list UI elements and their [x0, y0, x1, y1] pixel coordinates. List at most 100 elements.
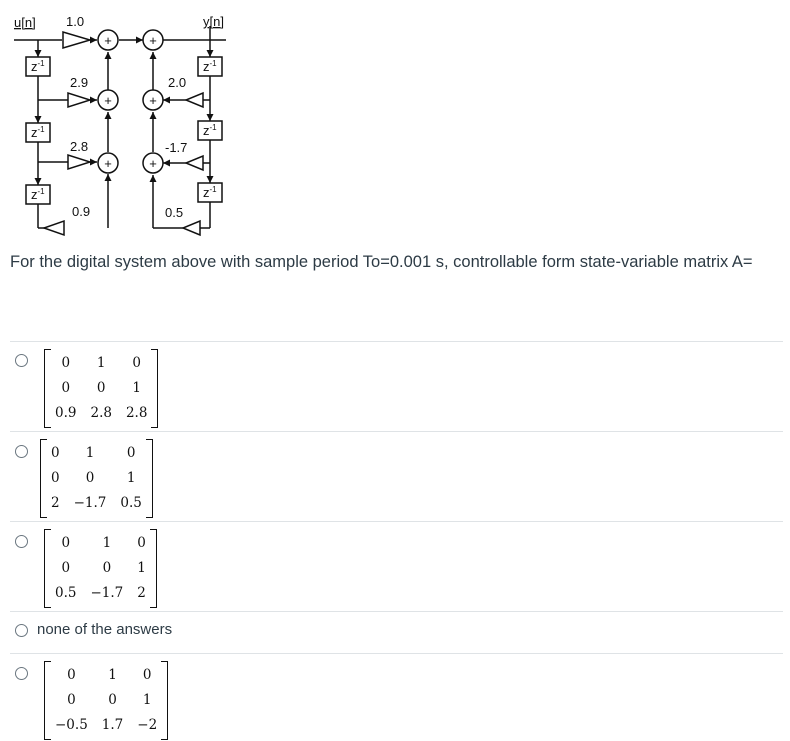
bracket-right: [151, 349, 159, 428]
bracket-left: [44, 349, 51, 428]
gain-triangle: [41, 219, 65, 237]
radio-button[interactable]: [15, 354, 28, 367]
gain-triangle: [67, 153, 93, 171]
radio-button[interactable]: [15, 445, 28, 458]
bracket-right: [145, 439, 153, 518]
matrix-cell: 2: [137, 585, 146, 601]
matrix-cell: 1: [108, 667, 117, 683]
summing-junction: [142, 152, 164, 174]
divider: [10, 653, 783, 654]
answer-option[interactable]: 0 1 0 0 0 1 −0.5 1.7 −2: [10, 653, 783, 741]
block-diagram: + + + + + + z-1 z-1 z-1 z-1 z-1 z-1 u[n]…: [14, 14, 226, 237]
bracket-left: [44, 661, 51, 740]
delay-label: z-1: [203, 59, 217, 74]
matrix-cell: 1: [132, 380, 141, 396]
gain-label: 2.9: [70, 75, 88, 90]
divider: [10, 611, 783, 612]
matrix-cell: 1: [85, 445, 95, 461]
sum-symbol: +: [149, 156, 157, 171]
answer-option[interactable]: 0 1 0 0 0 1 2 −1.7 0.5: [10, 431, 783, 521]
answer-option[interactable]: 0 1 0 0 0 1 0.5 −1.7 2: [10, 521, 783, 611]
sum-symbol: +: [104, 33, 112, 48]
matrix-grid: 0 1 0 0 0 1 0.5 −1.7 2: [51, 529, 150, 608]
matrix-cell: 1.7: [101, 717, 124, 733]
gain-triangle: [62, 30, 93, 50]
matrix-cell: 0: [137, 535, 146, 551]
delay-label: z-1: [31, 125, 45, 140]
matrix-cell: 0: [96, 380, 106, 396]
matrix-grid: 0 1 0 0 0 1 2 −1.7 0.5: [47, 439, 146, 518]
answer-option[interactable]: 0 1 0 0 0 1 0.9 2.8 2.8: [10, 341, 783, 431]
divider: [10, 521, 783, 522]
matrix: 0 1 0 0 0 1 2 −1.7 0.5: [40, 439, 153, 518]
bracket-left: [44, 529, 51, 608]
matrix-cell: 1: [96, 355, 106, 371]
delay-block: [25, 122, 51, 143]
matrix-cell: 0: [61, 535, 71, 551]
radio-button[interactable]: [15, 535, 28, 548]
matrix-grid: 0 1 0 0 0 1 0.9 2.8 2.8: [51, 349, 151, 428]
summing-junction: [142, 89, 164, 111]
matrix-cell: −0.5: [55, 717, 88, 733]
matrix-cell: −1.7: [90, 585, 124, 601]
matrix-cell: 0.9: [55, 405, 77, 421]
sum-symbol: +: [149, 33, 157, 48]
summing-junction: [97, 89, 119, 111]
delay-label: z-1: [203, 123, 217, 138]
radio-button[interactable]: [15, 624, 28, 637]
matrix-cell: 0: [142, 667, 152, 683]
matrix-cell: 0: [51, 470, 60, 486]
delay-block: [25, 184, 51, 205]
delay-block: [197, 56, 223, 77]
output-label: y[n]: [203, 14, 224, 29]
option-label: none of the answers: [37, 621, 173, 638]
radio-button[interactable]: [15, 667, 28, 680]
delay-label: z-1: [31, 187, 45, 202]
gain-triangle: [184, 154, 204, 172]
bracket-right: [149, 529, 157, 608]
matrix-cell: 0: [102, 560, 112, 576]
matrix-cell: −2: [137, 717, 158, 733]
matrix-cell: 0: [85, 470, 95, 486]
gain-label: -1.7: [165, 140, 187, 155]
gain-label: 1.0: [66, 14, 84, 29]
gain-label: 0.5: [165, 205, 183, 220]
gain-triangle: [181, 219, 201, 237]
summing-junction: [97, 29, 119, 51]
matrix-cell: 2.8: [125, 405, 148, 421]
matrix-cell: 1: [126, 470, 136, 486]
matrix-cell: 0: [132, 355, 141, 371]
delay-label: z-1: [203, 185, 217, 200]
question-text: For the digital system above with sample…: [10, 253, 753, 271]
gain-label: 2.0: [168, 75, 186, 90]
matrix-cell: 0: [51, 445, 60, 461]
matrix-cell: 0: [67, 692, 76, 708]
summing-junction: [142, 29, 164, 51]
bracket-left: [40, 439, 47, 518]
sum-symbol: +: [104, 93, 112, 108]
gain-label: 2.8: [70, 139, 88, 154]
divider: [10, 431, 783, 432]
divider: [10, 341, 783, 342]
matrix: 0 1 0 0 0 1 0.9 2.8 2.8: [44, 349, 159, 428]
matrix-cell: 0: [61, 560, 71, 576]
delay-block: [197, 120, 223, 141]
matrix-cell: 0: [61, 380, 71, 396]
delay-block: [197, 182, 223, 203]
delay-block: [25, 56, 51, 77]
matrix-cell: 0: [67, 667, 76, 683]
matrix-cell: 0: [61, 355, 71, 371]
matrix-cell: 1: [137, 560, 146, 576]
matrix-cell: 0.5: [120, 495, 142, 511]
input-label: u[n]: [14, 15, 36, 30]
matrix-grid: 0 1 0 0 0 1 −0.5 1.7 −2: [51, 661, 161, 740]
matrix-cell: 0.5: [55, 585, 77, 601]
matrix-cell: 2: [51, 495, 60, 511]
answer-option[interactable]: none of the answers: [10, 611, 783, 653]
matrix: 0 1 0 0 0 1 0.5 −1.7 2: [44, 529, 157, 608]
matrix-cell: 0: [126, 445, 136, 461]
matrix: 0 1 0 0 0 1 −0.5 1.7 −2: [44, 661, 169, 740]
summing-junction: [97, 152, 119, 174]
matrix-cell: 2.8: [90, 405, 112, 421]
gain-triangle: [184, 91, 204, 109]
